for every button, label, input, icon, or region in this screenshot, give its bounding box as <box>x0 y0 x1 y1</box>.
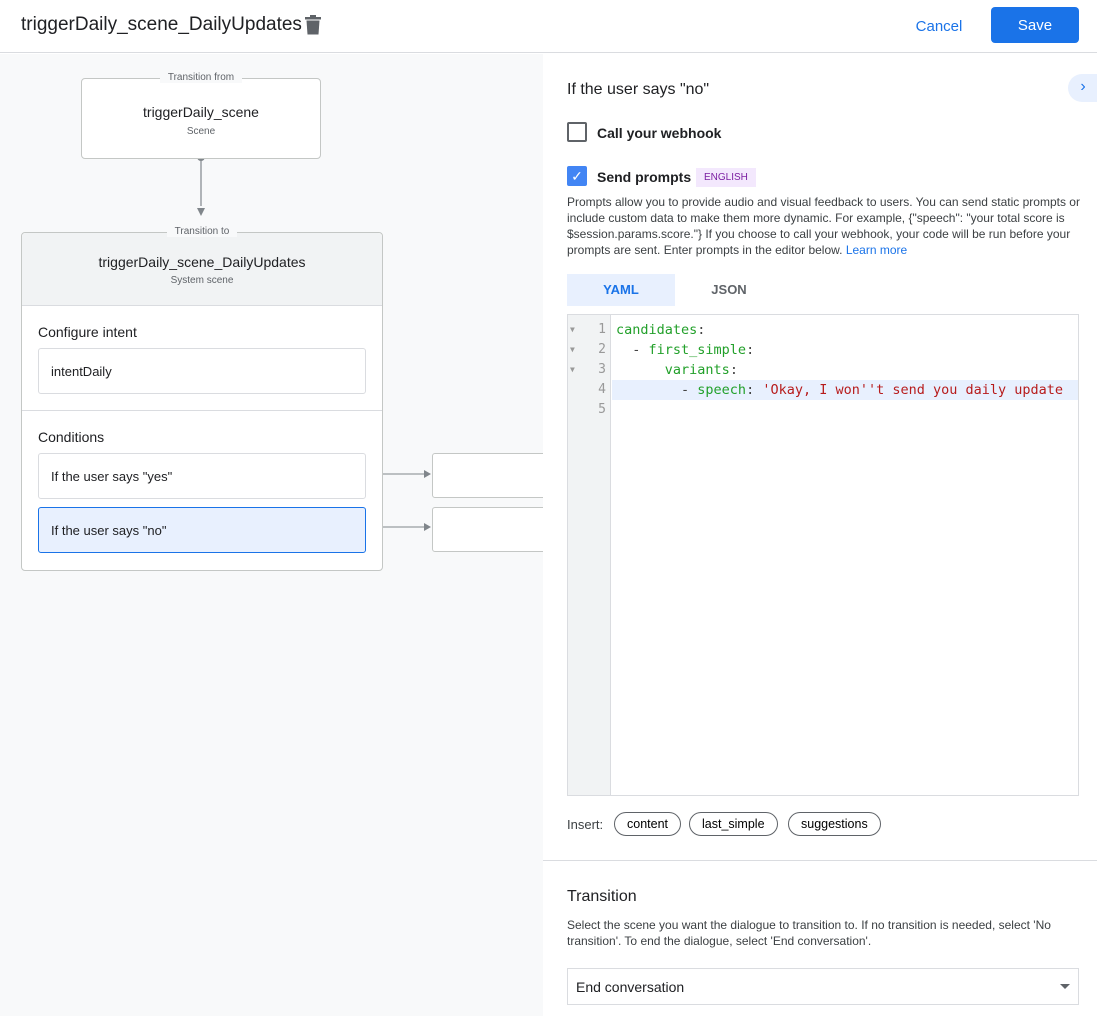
transition-title: Transition <box>567 888 637 905</box>
tab-yaml[interactable]: YAML <box>567 274 675 306</box>
line-gutter: ▼1 ▼2 ▼3 4 5 <box>568 315 611 795</box>
top-bar: triggerDaily_scene_DailyUpdates Cancel S… <box>0 0 1097 53</box>
code-line: variants: <box>664 362 738 378</box>
to-scene-name: triggerDaily_scene_DailyUpdates <box>98 254 306 270</box>
transition-from-label: Transition from <box>159 72 243 83</box>
code-line-active: - speech: 'Okay, I won''t send you daily… <box>612 380 1078 400</box>
code-line: candidates: <box>616 322 706 338</box>
intent-field[interactable]: intentDaily <box>38 348 366 394</box>
transition-from-node[interactable]: Transition from triggerDaily_scene Scene <box>81 72 321 159</box>
from-scene-type: Scene <box>186 126 216 137</box>
flow-canvas: Transition from triggerDaily_scene Scene… <box>0 54 543 1016</box>
send-prompts-label: Send prompts <box>597 169 692 185</box>
condition-no[interactable]: If the user says "no" <box>38 507 366 553</box>
code-editor[interactable]: ▼1 ▼2 ▼3 4 5 candidates: - first_simple:… <box>567 314 1079 796</box>
target-node-no[interactable] <box>432 507 543 552</box>
to-scene-type: System scene <box>170 275 234 286</box>
insert-label: Insert: <box>567 817 604 832</box>
learn-more-link[interactable]: Learn more <box>845 243 908 257</box>
check-icon: ✓ <box>571 168 583 184</box>
language-badge: ENGLISH <box>696 168 756 187</box>
insert-suggestions-chip[interactable]: suggestions <box>788 812 881 836</box>
dropdown-arrow-icon <box>1060 984 1070 994</box>
configure-intent-label: Configure intent <box>38 324 137 340</box>
transition-to-node: Transition to triggerDaily_scene_DailyUp… <box>21 226 383 571</box>
cancel-button[interactable]: Cancel <box>902 9 976 43</box>
page-title: triggerDaily_scene_DailyUpdates <box>21 14 302 35</box>
target-node-yes[interactable] <box>432 453 543 498</box>
details-panel: › If the user says "no" Call your webhoo… <box>543 54 1097 1016</box>
transition-value: End conversation <box>576 979 685 995</box>
send-prompts-checkbox[interactable]: ✓ <box>567 166 587 186</box>
fold-icon: ▼ <box>570 365 575 374</box>
panel-title: If the user says "no" <box>567 81 710 98</box>
insert-content-chip[interactable]: content <box>614 812 682 836</box>
transition-select[interactable]: End conversation <box>567 968 1079 1005</box>
code-line: - first_simple: <box>616 342 755 358</box>
prompts-description: Prompts allow you to provide audio and v… <box>567 195 1080 257</box>
tab-json[interactable]: JSON <box>711 282 747 297</box>
webhook-label: Call your webhook <box>597 125 722 141</box>
fold-icon: ▼ <box>570 345 575 354</box>
conditions-label: Conditions <box>38 429 105 445</box>
from-scene-name: triggerDaily_scene <box>143 104 259 120</box>
save-button[interactable]: Save <box>991 7 1079 43</box>
transition-description: Select the scene you want the dialogue t… <box>567 918 1051 948</box>
insert-last-simple-chip[interactable]: last_simple <box>689 812 778 836</box>
fold-icon: ▼ <box>570 325 575 334</box>
transition-to-label: Transition to <box>166 226 238 237</box>
trash-icon[interactable] <box>305 15 321 35</box>
chevron-right-icon[interactable]: › <box>1068 74 1097 102</box>
webhook-checkbox[interactable] <box>567 122 587 142</box>
condition-yes[interactable]: If the user says "yes" <box>38 453 366 499</box>
